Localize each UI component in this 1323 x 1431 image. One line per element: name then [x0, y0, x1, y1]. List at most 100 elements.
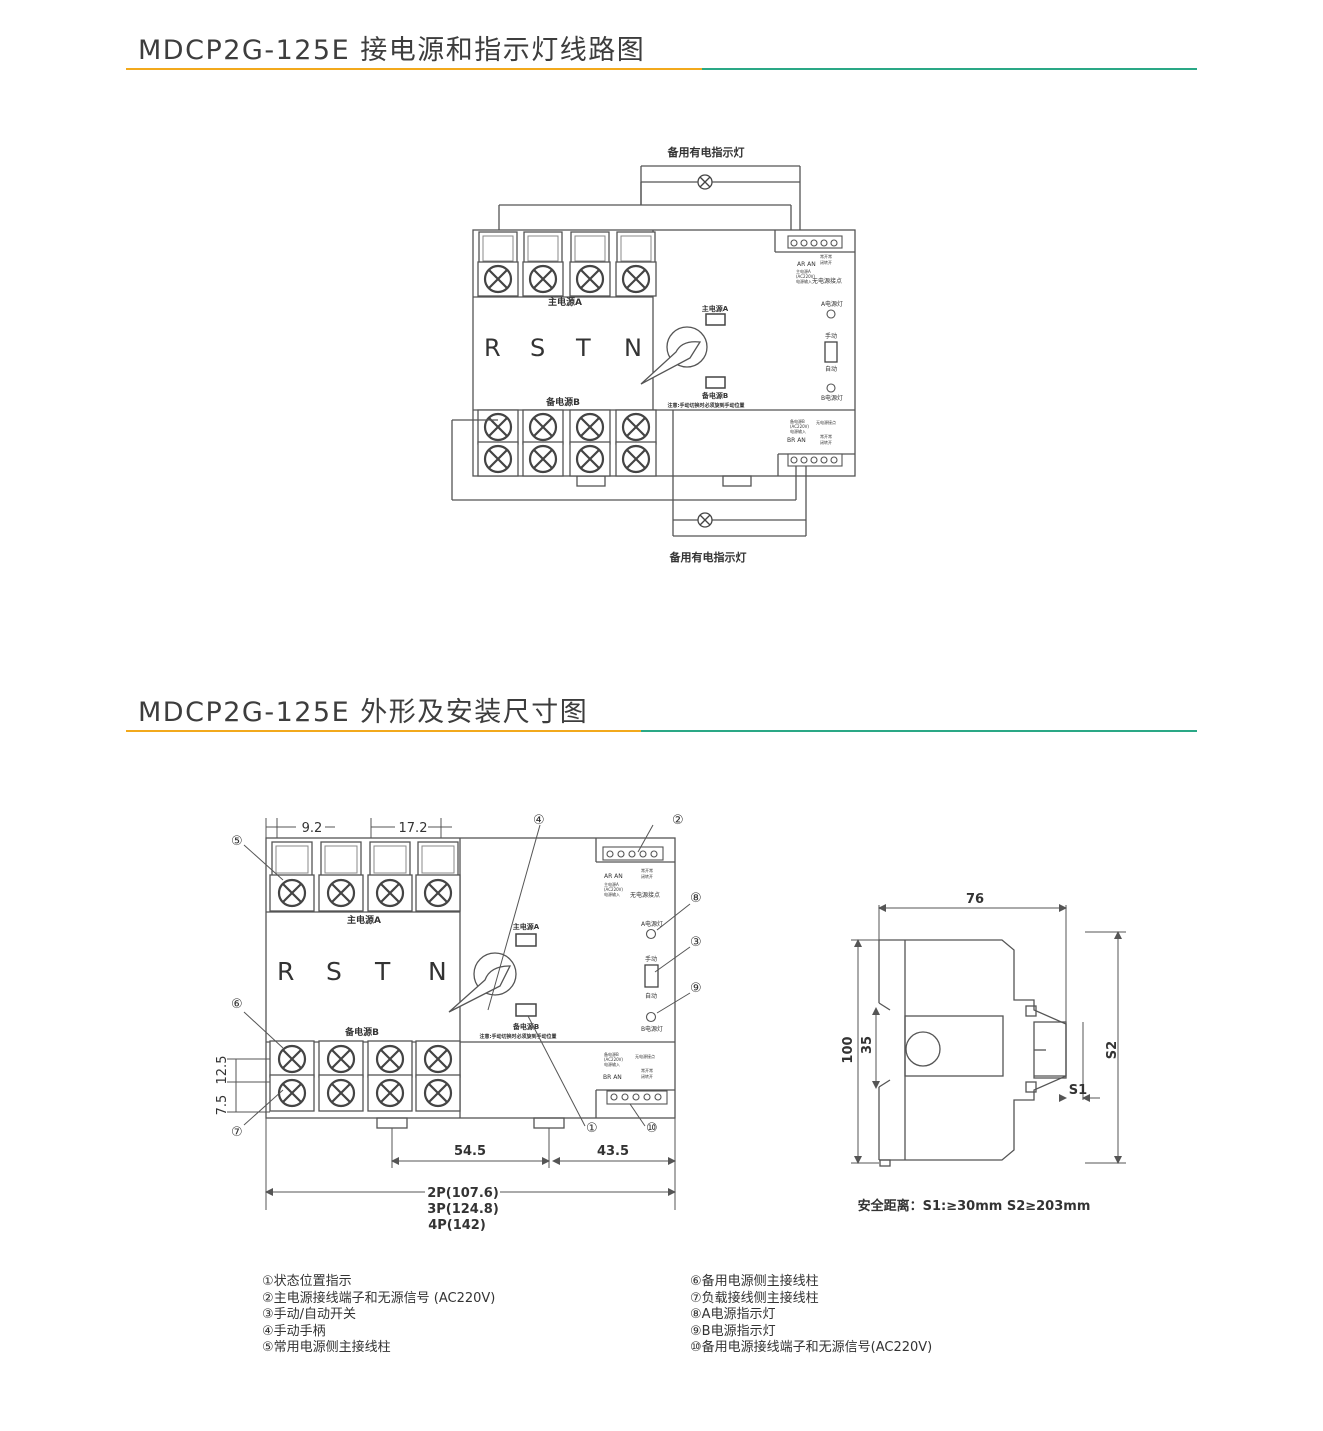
front-small-ac: (AC220V)	[604, 887, 623, 892]
legend-item: ③手动/自动开关	[262, 1307, 357, 1322]
dim-100: 100	[841, 1036, 856, 1063]
dim-12-5: 12.5	[215, 1056, 230, 1085]
callout-3: ③	[690, 935, 702, 950]
dimension-drawing: 主电源A 备电源B R S T N 主电源A 备电源B 注意:手动切换时必须旋到…	[215, 813, 1126, 1233]
terminal-small-ac: (AC220V)	[796, 274, 815, 279]
section1-title: MDCP2G-125E 接电源和指示灯线路图	[138, 35, 646, 66]
dim-s2: S2	[1105, 1041, 1120, 1059]
status-window-a	[705, 313, 726, 326]
callout-10: ⑩	[646, 1121, 658, 1136]
front-no-source: 无电源接点	[630, 891, 660, 899]
dim-2p: 2P(107.6)	[427, 1186, 499, 1201]
svg-text:S: S	[326, 957, 342, 986]
front-a-lamp-label: A电源灯	[641, 920, 663, 928]
legend-item: ⑥备用电源侧主接线柱	[690, 1274, 819, 1289]
legend-item: ⑤常用电源侧主接线柱	[262, 1340, 391, 1355]
terminal-small-c2-b: 闭转开	[820, 439, 832, 445]
front-small-input-b: 电源输入	[604, 1061, 620, 1067]
callout-4: ④	[533, 813, 545, 828]
phase-letters: R S T N	[484, 334, 642, 362]
front-small-c1: 常开常	[641, 867, 653, 873]
section2-title: MDCP2G-125E 外形及安装尺寸图	[138, 697, 589, 728]
terminal-small-c2: 闭转开	[820, 259, 832, 265]
svg-text:T: T	[374, 957, 391, 986]
svg-text:R: R	[277, 957, 294, 986]
b-lamp-indicator	[826, 383, 836, 393]
manual-auto-switch	[824, 341, 838, 363]
legend-item: ⑧A电源指示灯	[690, 1307, 776, 1322]
legend-right: ⑥备用电源侧主接线柱 ⑦负载接线侧主接线柱 ⑧A电源指示灯 ⑨B电源指示灯 ⑩备…	[690, 1274, 932, 1357]
front-backup-power-b: 备电源B	[344, 1026, 379, 1038]
front-handle	[448, 952, 517, 1013]
front-phase-letters: R S T N	[277, 957, 447, 986]
terminal-small-b: 备电源B	[790, 418, 805, 424]
front-signal-terminal-top	[602, 846, 664, 861]
legend-item: ⑩备用电源接线端子和无源信号(AC220V)	[690, 1340, 933, 1355]
front-a-lamp	[645, 928, 657, 940]
section1-rule-orange	[126, 68, 702, 70]
status-window-b	[705, 376, 726, 389]
signal-terminal-top	[787, 235, 843, 249]
auto-label: 自动	[825, 365, 837, 373]
terminal-small-ac-b: (AC220V)	[790, 424, 809, 429]
legend-item: ①状态位置指示	[262, 1274, 352, 1289]
front-manual-label: 手动	[645, 955, 657, 963]
front-main-a-label: 主电源A	[513, 922, 540, 931]
front-small-a: 主电源A	[604, 881, 619, 887]
callout-2: ②	[672, 813, 684, 828]
front-auto-label: 自动	[645, 992, 657, 1000]
dim-35: 35	[860, 1036, 875, 1054]
front-small-c1-b: 常开常	[641, 1067, 653, 1073]
front-small-ac-b: (AC220V)	[604, 1057, 623, 1062]
dim-54-5: 54.5	[454, 1144, 486, 1159]
callout-9: ⑨	[690, 981, 702, 996]
signal-terminal-bottom	[787, 453, 843, 467]
manual-handle	[640, 326, 708, 385]
front-backup-b-label: 备电源B	[512, 1022, 539, 1031]
br-an-label: BR AN	[787, 437, 806, 444]
front-small-c2: 闭转开	[641, 873, 653, 879]
section1-rule-green	[702, 68, 1197, 70]
front-small-c2-b: 闭转开	[641, 1073, 653, 1079]
top-indicator-lamp	[697, 174, 713, 190]
main-power-a-label: 主电源A	[548, 296, 582, 308]
dim-s1: S1	[1069, 1083, 1087, 1098]
front-b-lamp-label: B电源灯	[641, 1025, 663, 1033]
legend-item: ④手动手柄	[262, 1323, 326, 1339]
front-manual-switch	[644, 964, 659, 988]
section2-rule-orange	[126, 730, 641, 732]
front-small-b: 备电源B	[604, 1051, 619, 1057]
callout-5: ⑤	[231, 834, 243, 849]
backup-power-b-label: 备电源B	[545, 396, 580, 408]
front-br-an: BR AN	[603, 1074, 622, 1081]
a-lamp-label: A电源灯	[821, 300, 843, 308]
section2-rule-green	[641, 730, 1197, 732]
terminal-small-input-b: 电源输入	[790, 428, 806, 434]
front-manual-note: 注意:手动切换时必须旋到手动位置	[479, 1033, 556, 1040]
no-source-contact-label: 无电源接点	[812, 277, 842, 285]
ar-an-label: AR AN	[797, 261, 816, 268]
front-ar-an: AR AN	[604, 873, 623, 880]
dim-76: 76	[966, 892, 984, 907]
front-status-window-b	[515, 1003, 537, 1017]
front-main-power-a: 主电源A	[347, 914, 381, 926]
b-lamp-label: B电源灯	[821, 394, 843, 402]
backup-b-indicator-label: 备电源B	[701, 391, 728, 400]
wiring-diagram: 备用有电指示灯 主电源A	[451, 145, 856, 564]
callout-6: ⑥	[231, 997, 243, 1012]
legend-item: ②主电源接线端子和无源信号 (AC220V)	[262, 1290, 496, 1306]
legend-item: ⑦负载接线侧主接线柱	[690, 1290, 819, 1306]
front-small-input: 电源输入	[604, 891, 620, 897]
main-a-indicator-label: 主电源A	[702, 304, 729, 313]
terminal-small-c1-b: 常开常	[820, 433, 832, 439]
legend-left: ①状态位置指示 ②主电源接线端子和无源信号 (AC220V) ③手动/自动开关 …	[262, 1274, 495, 1357]
svg-text:S: S	[530, 334, 545, 362]
side-view-body	[878, 939, 1067, 1167]
a-lamp-indicator	[826, 309, 836, 319]
callout-1: ①	[586, 1121, 598, 1136]
callout-7: ⑦	[231, 1125, 243, 1140]
dim-4p: 4P(142)	[428, 1218, 486, 1233]
manual-note: 注意:手动切换时必须旋到手动位置	[667, 402, 744, 409]
top-lamp-label: 备用有电指示灯	[667, 145, 745, 159]
front-b-lamp	[645, 1011, 657, 1023]
